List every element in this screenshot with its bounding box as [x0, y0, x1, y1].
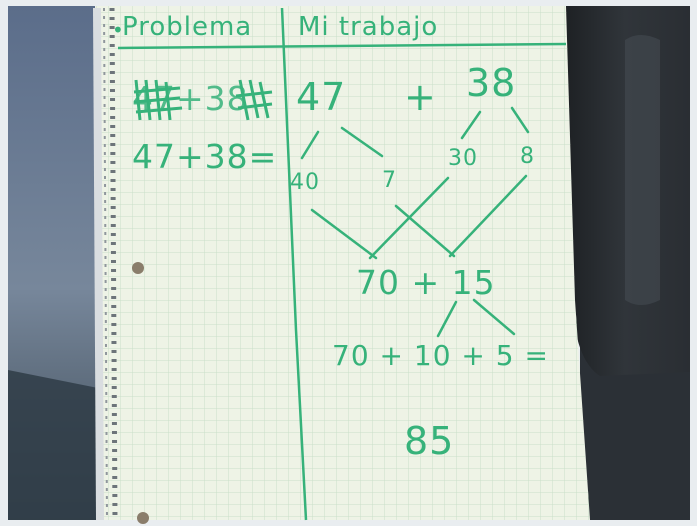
punch-hole	[132, 262, 144, 274]
desk-shadow	[8, 370, 108, 520]
bond-line-38-8	[510, 106, 530, 134]
column-divider-line	[280, 7, 308, 521]
header-divider-line	[117, 42, 567, 50]
bond-line-40-70	[310, 208, 378, 260]
b-tens: 30	[448, 146, 478, 171]
a-tens: 40	[290, 170, 320, 195]
b-ones: 8	[520, 144, 535, 169]
bond-line-15-5	[472, 298, 516, 336]
bond-line-47-7	[340, 126, 384, 158]
bond-line-15-10	[436, 300, 458, 338]
spiral-binding	[93, 7, 118, 521]
bond-line-47-40	[300, 130, 320, 160]
problem-equation: 47+38=	[132, 137, 278, 176]
final-answer: 85	[404, 419, 455, 463]
scratched-problem: 47+38	[132, 79, 249, 118]
addend-b: 38	[466, 61, 517, 105]
bond-line-8-15	[448, 174, 528, 258]
punch-hole	[137, 512, 149, 524]
addend-a: 47	[296, 75, 347, 119]
laptop-highlight	[625, 35, 660, 305]
split-sum: 70 + 10 + 5 =	[332, 339, 549, 372]
plus-sign: +	[404, 75, 437, 119]
scratch-out-marks	[133, 79, 273, 121]
bond-line-38-30	[460, 110, 482, 140]
paper-grid	[95, 6, 590, 520]
bullet-dot: •	[112, 18, 125, 42]
work-header: Mi trabajo	[298, 12, 439, 42]
a-ones: 7	[382, 168, 397, 193]
problem-header: Problema	[122, 12, 253, 42]
number-bond-lines	[300, 106, 530, 338]
bond-line-7-15	[394, 204, 456, 258]
regroup-sum: 70 + 15	[356, 263, 496, 302]
